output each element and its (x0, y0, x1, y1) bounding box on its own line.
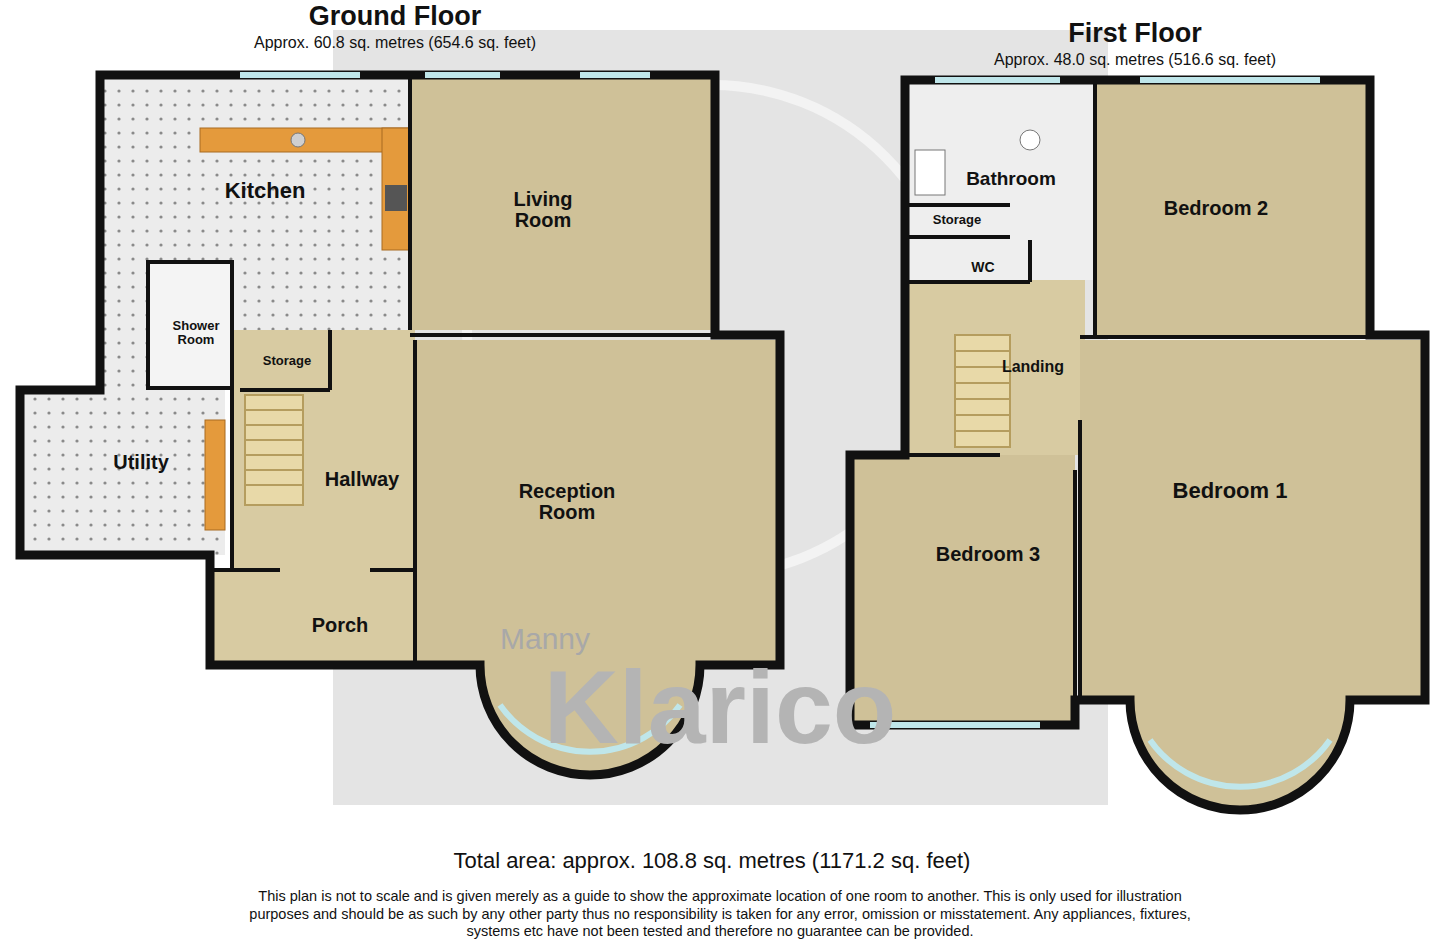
shower-floor (148, 262, 232, 388)
kitchen-counter (382, 128, 410, 250)
room-label: WC (971, 260, 994, 275)
kitchen-counter (200, 128, 410, 152)
room-label: Bathroom (966, 169, 1056, 189)
room-label: Hallway (325, 469, 399, 490)
landing-floor (905, 280, 1085, 455)
stairs (245, 395, 303, 505)
interior-walls (850, 80, 1370, 725)
room: Hallway (232, 390, 415, 570)
room: Landing (1010, 282, 1085, 455)
room: Reception Room (415, 340, 780, 665)
basin (1020, 130, 1040, 150)
floor-heading: First Floor (1068, 18, 1202, 49)
bedroom2-floor (1095, 80, 1370, 335)
room-label: Shower Room (160, 319, 232, 346)
room: Bedroom 2 (1095, 80, 1370, 335)
disclaimer: This plan is not to scale and is given m… (240, 888, 1200, 941)
interior-walls (148, 75, 715, 665)
room-label: Utility (113, 452, 169, 473)
first-outer-wall (850, 80, 1425, 810)
hob (385, 185, 407, 211)
room: Storage (232, 330, 330, 390)
windows (870, 80, 1330, 787)
room: Porch (210, 570, 415, 665)
bathroom-floor (905, 80, 1095, 280)
room-label: Storage (933, 213, 981, 227)
watermark-square (333, 30, 1108, 805)
porch-floor (210, 570, 415, 665)
room-label: Living Room (498, 189, 588, 231)
room: Bedroom 1 (1080, 340, 1425, 700)
room-label: Kitchen (225, 179, 306, 202)
utility-counter (205, 420, 225, 530)
bedroom1-floor (1080, 340, 1425, 810)
stairs (955, 335, 1010, 447)
utility-floor (20, 390, 225, 555)
room-label: Landing (1002, 359, 1064, 376)
room: WC (905, 237, 1030, 282)
room: Shower Room (148, 262, 232, 388)
floor-heading: Ground Floor (309, 1, 481, 32)
living-floor (410, 75, 715, 330)
floor-plan: First FloorApprox. 48.0 sq. metres (516.… (830, 15, 1440, 790)
floor-area: Approx. 48.0 sq. metres (516.6 sq. feet) (994, 51, 1276, 69)
hallway-floor (232, 330, 415, 570)
floor-area: Approx. 60.8 sq. metres (654.6 sq. feet) (254, 34, 536, 52)
room: Living Room (410, 75, 715, 330)
watermark: Manny (440, 622, 650, 656)
room: Bathroom (905, 80, 1095, 205)
room-label: Bedroom 3 (936, 544, 1040, 565)
room: Utility (20, 390, 205, 555)
room: Storage (905, 205, 1010, 237)
bath (915, 150, 945, 195)
room-label: Reception Room (502, 481, 632, 523)
sink (291, 133, 305, 147)
room-label: Porch (312, 615, 369, 636)
room-label: Bedroom 2 (1164, 198, 1268, 219)
watermark: Klarico (470, 655, 970, 759)
room-label: Storage (263, 354, 311, 368)
room: Kitchen (100, 75, 410, 258)
room-label: Bedroom 1 (1173, 479, 1288, 502)
windows (240, 75, 680, 752)
total-area-caption: Total area: approx. 108.8 sq. metres (11… (312, 848, 1112, 874)
